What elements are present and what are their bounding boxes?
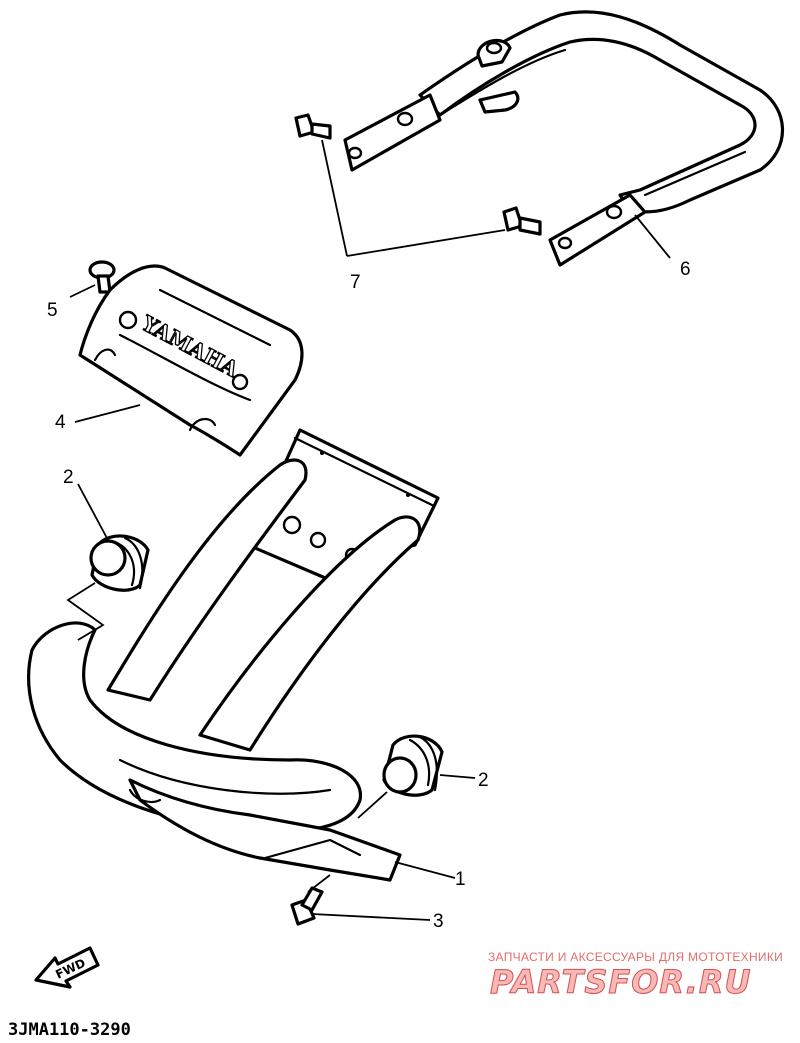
fwd-arrow-icon: FWD: [34, 946, 100, 989]
drawing-code: 3JMA110-3290: [8, 1020, 131, 1040]
callout-part-7: 7: [350, 272, 361, 293]
watermark-tagline: ЗАПЧАСТИ И АКСЕССУАРЫ ДЛЯ МОТОТЕХНИКИ: [488, 950, 783, 964]
callout-part-1: 1: [455, 869, 466, 890]
callout-part-4: 4: [55, 412, 66, 433]
damper-part-2-lower: [382, 734, 444, 797]
callout-part-2-lower: 2: [478, 770, 489, 791]
damper-part-2-upper: [89, 534, 150, 592]
bolt-part-7-lower: [502, 206, 542, 236]
callout-part-6: 6: [680, 259, 691, 280]
watermark-logo: PARTSFOR.RU: [490, 963, 751, 1001]
watermark: ЗАПЧАСТИ И АКСЕССУАРЫ ДЛЯ МОТОТЕХНИКИ PA…: [488, 950, 783, 1002]
bolt-part-3: [290, 886, 324, 926]
callout-part-5: 5: [47, 300, 58, 321]
leader-lines: [66, 139, 671, 921]
callout-part-2-upper: 2: [63, 467, 74, 488]
grab-bar-part-6: [343, 10, 784, 267]
callout-part-3: 3: [433, 911, 444, 932]
bolt-part-7-upper: [294, 113, 332, 140]
bumper-frame-part-1: [27, 428, 440, 882]
cover-part-4: YAMAHA: [78, 264, 304, 457]
